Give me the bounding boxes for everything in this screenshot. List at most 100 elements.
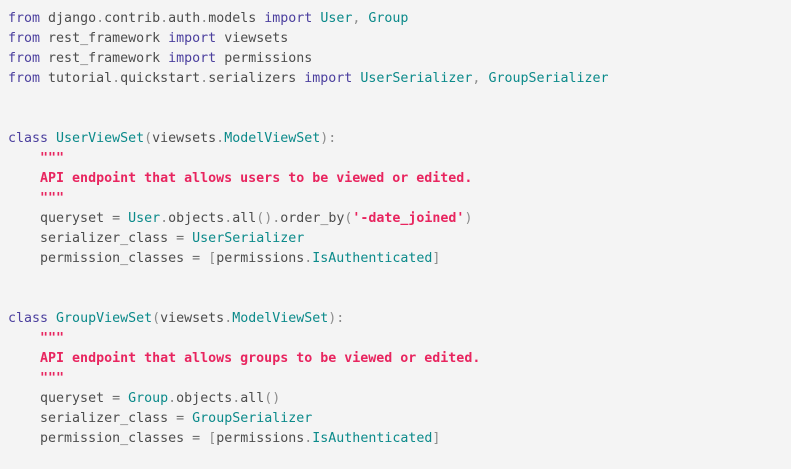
code-token-op: = <box>112 391 121 406</box>
code-token-punc: ( <box>152 311 161 326</box>
code-token-plain: auth <box>168 11 201 26</box>
code-token-punc: : <box>328 131 337 146</box>
code-token-plain: rest_framework <box>48 31 161 46</box>
code-line[interactable]: from django.contrib.auth.models import U… <box>8 9 791 29</box>
code-token-plain: permissions <box>216 431 305 446</box>
code-token-kw: from <box>8 51 41 66</box>
code-token-plain <box>8 391 40 406</box>
code-token-punc: ( <box>344 211 353 226</box>
code-token-name: GroupViewSet <box>56 311 153 326</box>
code-line[interactable]: serializer_class = GroupSerializer <box>8 409 791 429</box>
code-token-plain <box>40 51 48 66</box>
code-token-punc: . <box>304 431 313 446</box>
code-line[interactable]: permission_classes = [permissions.IsAuth… <box>8 429 791 449</box>
code-token-plain <box>160 31 168 46</box>
code-line[interactable]: queryset = User.objects.all().order_by('… <box>8 209 791 229</box>
code-token-name: Group <box>128 391 169 406</box>
code-token-plain <box>120 211 128 226</box>
code-line[interactable]: from rest_framework import viewsets <box>8 29 791 49</box>
code-token-plain <box>8 211 40 226</box>
code-token-plain <box>160 51 168 66</box>
code-token-plain <box>8 151 40 166</box>
code-token-plain: viewsets <box>152 131 217 146</box>
code-token-plain <box>200 251 208 266</box>
code-token-plain <box>216 51 224 66</box>
code-line[interactable] <box>8 89 791 109</box>
code-token-punc: , <box>352 11 361 26</box>
code-token-punc: ) <box>328 311 337 326</box>
code-line[interactable]: """ <box>8 149 791 169</box>
code-token-plain <box>8 411 40 426</box>
code-token-punc: . <box>160 11 169 26</box>
code-token-plain <box>48 131 56 146</box>
code-line[interactable] <box>8 109 791 129</box>
code-token-op: = <box>192 251 201 266</box>
code-token-plain <box>40 11 48 26</box>
code-token-plain <box>184 411 192 426</box>
code-token-plain <box>8 251 40 266</box>
code-token-plain: rest_framework <box>48 51 161 66</box>
code-token-name: IsAuthenticated <box>312 431 433 446</box>
code-line[interactable]: serializer_class = UserSerializer <box>8 229 791 249</box>
code-line[interactable]: queryset = Group.objects.all() <box>8 389 791 409</box>
code-token-op: = <box>176 411 185 426</box>
code-token-plain: objects <box>176 391 233 406</box>
code-line[interactable]: API endpoint that allows users to be vie… <box>8 169 791 189</box>
code-token-name: User <box>320 11 353 26</box>
code-line[interactable] <box>8 449 791 469</box>
code-line[interactable] <box>8 289 791 309</box>
code-token-name: GroupSerializer <box>192 411 313 426</box>
code-token-plain: objects <box>168 211 225 226</box>
code-token-plain <box>184 231 192 246</box>
code-token-plain <box>8 351 40 366</box>
code-line[interactable]: permission_classes = [permissions.IsAuth… <box>8 249 791 269</box>
code-line[interactable]: """ <box>8 329 791 349</box>
code-token-plain: quickstart <box>120 71 201 86</box>
code-token-plain <box>8 371 40 386</box>
code-token-kw: import <box>304 71 353 86</box>
code-token-plain <box>184 251 192 266</box>
code-token-op: = <box>112 211 121 226</box>
code-token-plain: viewsets <box>224 31 289 46</box>
code-token-punc: . <box>232 391 241 406</box>
code-token-punc: . <box>168 391 177 406</box>
code-line[interactable]: from rest_framework import permissions <box>8 49 791 69</box>
code-token-punc: . <box>216 131 225 146</box>
code-token-kw: class <box>8 131 49 146</box>
code-token-plain <box>184 431 192 446</box>
code-token-plain: serializer_class <box>40 231 169 246</box>
code-token-str: """ <box>40 151 65 166</box>
code-token-kw: import <box>168 51 217 66</box>
code-token-str: """ <box>40 371 65 386</box>
code-token-plain <box>104 391 112 406</box>
code-token-plain <box>8 331 40 346</box>
code-token-name: UserSerializer <box>192 231 305 246</box>
code-token-str: API endpoint that allows groups to be vi… <box>40 351 481 366</box>
code-token-plain: order_by <box>280 211 345 226</box>
code-token-name: Group <box>368 11 409 26</box>
code-token-punc: ] <box>432 431 441 446</box>
code-token-punc: . <box>200 71 209 86</box>
code-token-kw: from <box>8 71 41 86</box>
code-line[interactable]: from tutorial.quickstart.serializers imp… <box>8 69 791 89</box>
code-line[interactable]: """ <box>8 189 791 209</box>
code-token-plain <box>8 171 40 186</box>
code-token-str: """ <box>40 331 65 346</box>
code-token-plain <box>40 31 48 46</box>
code-line[interactable] <box>8 269 791 289</box>
code-line[interactable]: class UserViewSet(viewsets.ModelViewSet)… <box>8 129 791 149</box>
code-token-plain: permissions <box>224 51 313 66</box>
code-token-punc: ] <box>432 251 441 266</box>
code-token-name: UserSerializer <box>360 71 473 86</box>
code-line[interactable]: """ <box>8 369 791 389</box>
code-token-punc: . <box>96 11 105 26</box>
code-token-punc: . <box>200 11 209 26</box>
code-token-op: = <box>176 231 185 246</box>
code-token-punc: ) <box>320 131 329 146</box>
code-token-name: IsAuthenticated <box>312 251 433 266</box>
code-line[interactable]: class GroupViewSet(viewsets.ModelViewSet… <box>8 309 791 329</box>
code-line[interactable]: API endpoint that allows groups to be vi… <box>8 349 791 369</box>
code-token-plain: queryset <box>40 391 105 406</box>
code-token-plain <box>168 231 176 246</box>
